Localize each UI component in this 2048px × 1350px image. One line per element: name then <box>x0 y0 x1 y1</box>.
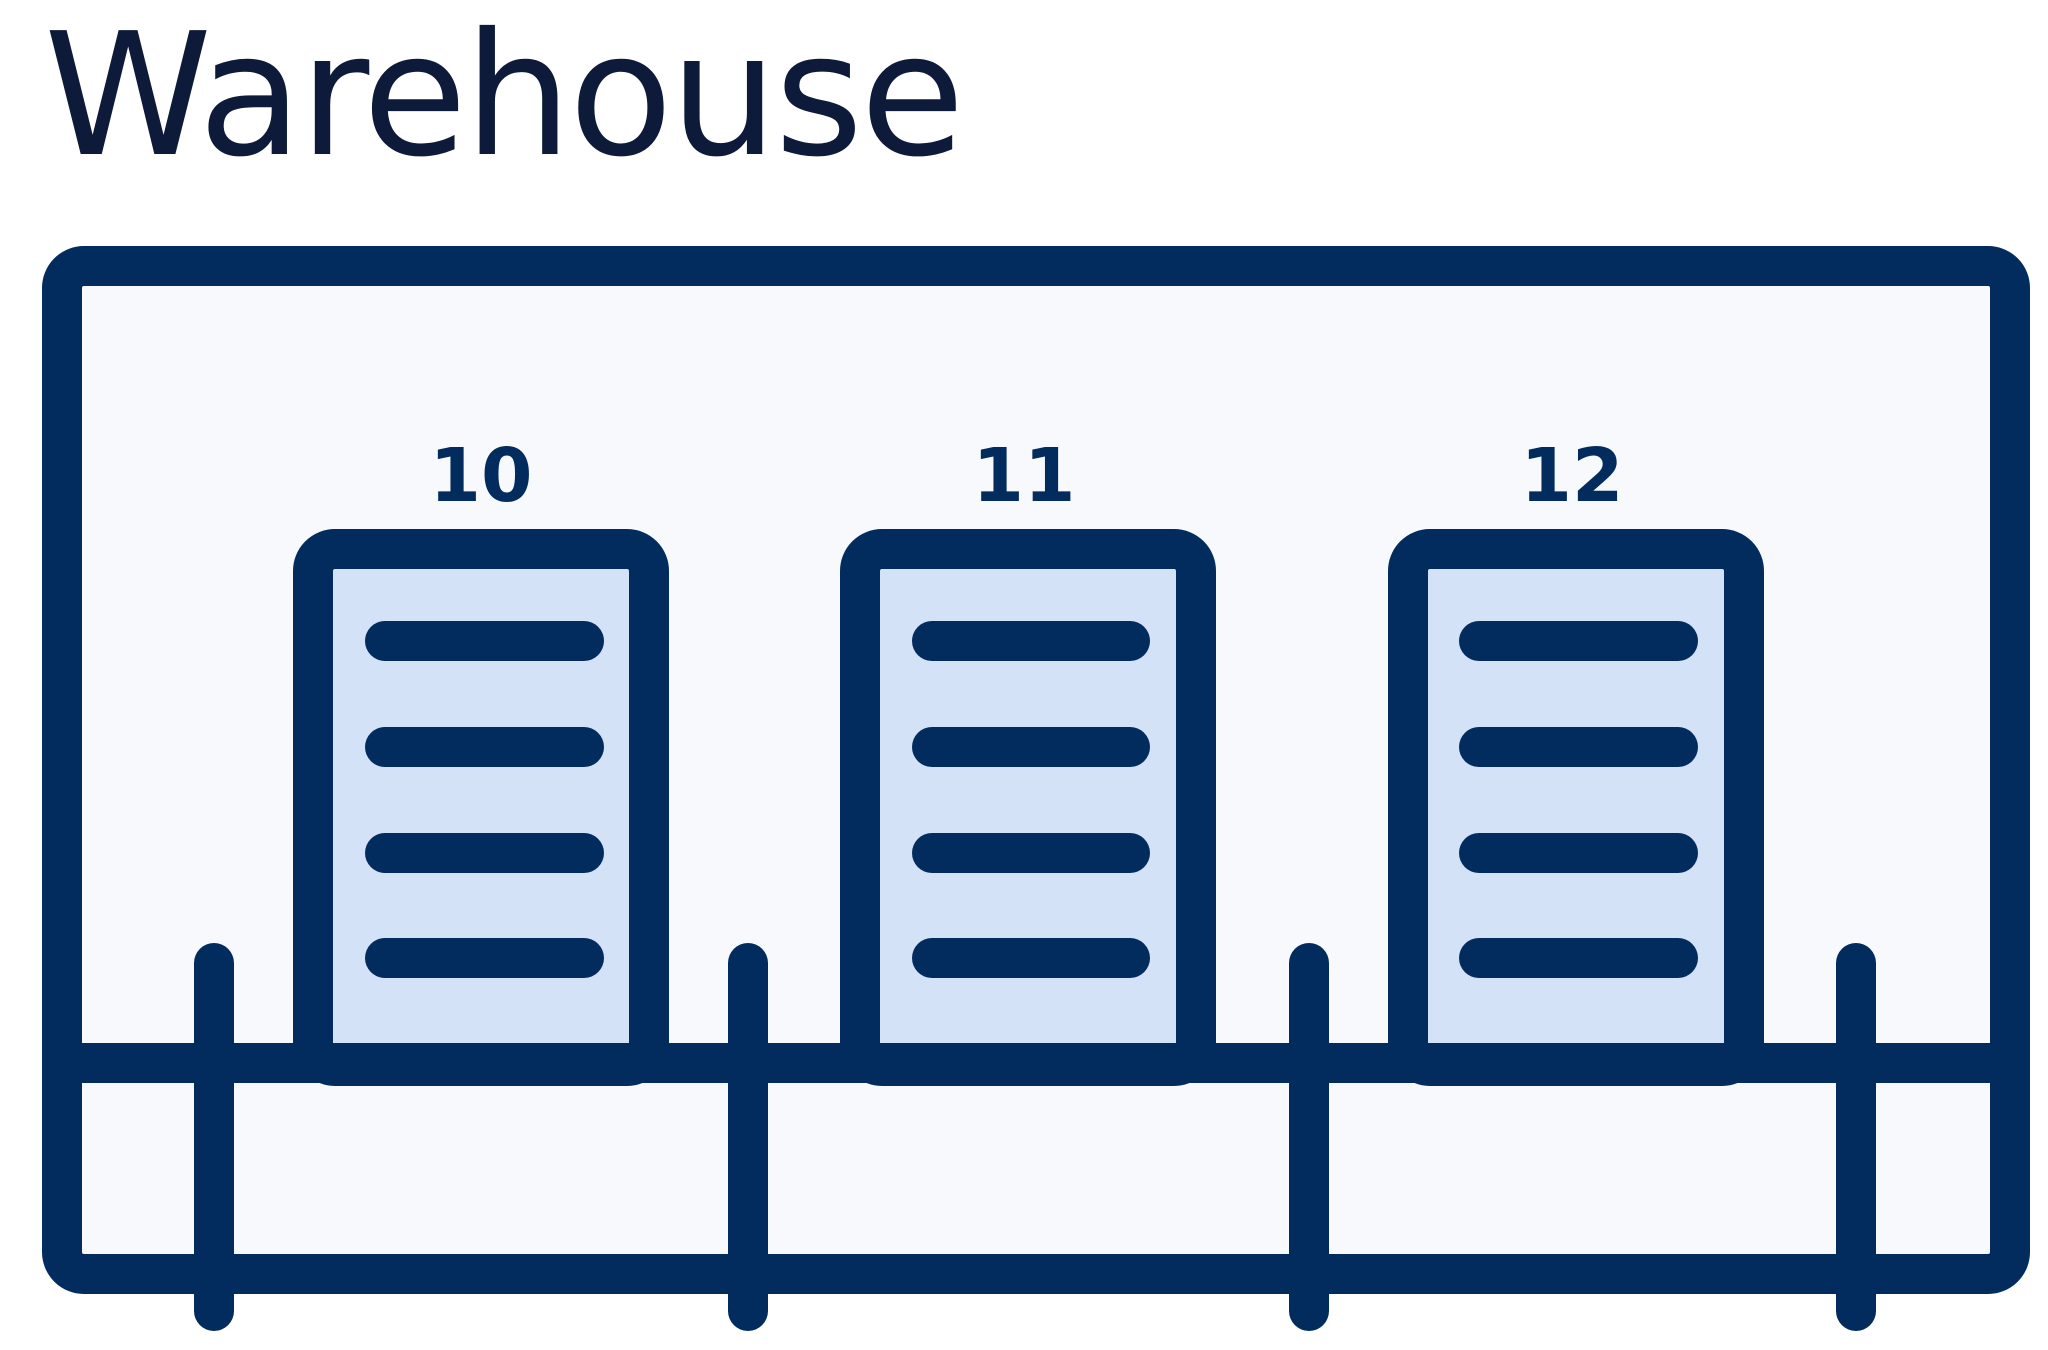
rack-number-label: 12 <box>1521 433 1624 519</box>
posts <box>194 943 1876 1331</box>
rack-10[interactable]: 10 <box>293 433 669 1086</box>
rack-shelves <box>912 621 1150 978</box>
page-title: Warehouse <box>44 0 965 195</box>
rack-number-label: 10 <box>430 433 533 519</box>
rack-shelves <box>365 621 604 978</box>
rack-number-label: 11 <box>973 433 1076 519</box>
rack-shelves <box>1459 621 1698 978</box>
rack-11[interactable]: 11 <box>840 433 1216 1086</box>
